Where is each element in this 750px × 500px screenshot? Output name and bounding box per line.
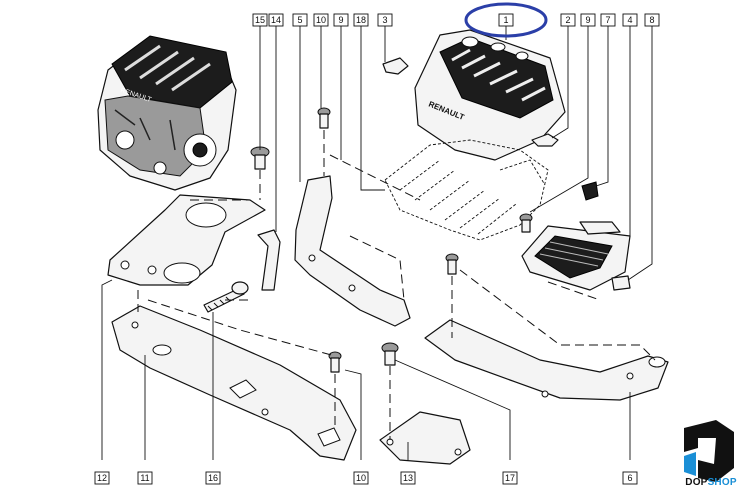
fastener-part-9-right — [581, 181, 599, 201]
bracket-part-12 — [107, 194, 266, 286]
deflector-part-5 — [294, 175, 411, 327]
callout-2: 2 — [560, 13, 576, 27]
callout-box — [353, 471, 369, 485]
callout-box — [333, 13, 349, 27]
callout-box — [353, 13, 369, 27]
callout-number: 10 — [356, 473, 366, 483]
callout-number: 8 — [649, 15, 654, 25]
callout-11: 11 — [137, 471, 153, 485]
clip-part-8 — [611, 275, 631, 291]
intake-manifold — [384, 139, 549, 241]
callout-box — [205, 471, 221, 485]
callout-box — [94, 471, 110, 485]
callout-box — [268, 13, 284, 27]
callout-18: 18 — [353, 13, 369, 27]
callout-number: 9 — [585, 15, 590, 25]
callout-box — [400, 471, 416, 485]
engine-cover-part: RENAULT — [414, 29, 566, 161]
highlight-ellipse — [464, 2, 548, 38]
callout-12: 12 — [94, 471, 110, 485]
callout-box — [252, 13, 268, 27]
callout-17: 17 — [502, 471, 518, 485]
callout-number: 12 — [97, 473, 107, 483]
callout-8: 8 — [644, 13, 660, 27]
callout-box — [498, 13, 514, 27]
bolt-part-15 — [250, 146, 270, 170]
bolt-part-10-mid — [445, 253, 459, 275]
callout-16: 16 — [205, 471, 221, 485]
callout-10: 10 — [313, 13, 329, 27]
callout-9: 9 — [333, 13, 349, 27]
callout-number: 10 — [316, 15, 326, 25]
callout-14: 14 — [268, 13, 284, 27]
dopshop-logo-text: DOPSHOP — [676, 477, 746, 488]
callout-box — [644, 13, 660, 27]
callout-box — [560, 13, 576, 27]
callout-number: 11 — [140, 473, 149, 483]
logo-text-dop: DOP — [685, 477, 708, 488]
callout-box — [377, 13, 393, 27]
callout-5: 5 — [292, 13, 308, 27]
callout-number: 5 — [297, 15, 302, 25]
callout-box — [502, 471, 518, 485]
callout-box — [622, 13, 638, 27]
bolt-part-10-right — [519, 213, 533, 233]
callout-number: 2 — [565, 15, 570, 25]
callout-box — [292, 13, 308, 27]
panel-part-11 — [111, 305, 357, 461]
callout-number: 18 — [356, 15, 366, 25]
bracket-part-14 — [257, 229, 281, 291]
callout-number: 14 — [271, 15, 281, 25]
panel-part-6 — [424, 319, 669, 401]
callout-box — [600, 13, 616, 27]
callout-6: 6 — [622, 471, 638, 485]
clip-part-3 — [382, 57, 409, 75]
callout-7: 7 — [600, 13, 616, 27]
callout-number: 1 — [503, 15, 508, 25]
callout-9: 9 — [580, 13, 596, 27]
callout-4: 4 — [622, 13, 638, 27]
callout-number: 6 — [627, 473, 632, 483]
callout-15: 15 — [252, 13, 268, 27]
engine-illustration: RENAULT — [97, 35, 237, 191]
callout-box — [137, 471, 153, 485]
clip-part-2 — [531, 133, 559, 147]
callout-13: 13 — [400, 471, 416, 485]
callout-3: 3 — [377, 13, 393, 27]
callout-number: 7 — [605, 15, 610, 25]
callout-number: 4 — [627, 15, 632, 25]
callout-10: 10 — [353, 471, 369, 485]
logo-text-shop: SHOP — [707, 477, 737, 488]
air-filter-box — [521, 221, 631, 291]
dopshop-logo-icon — [684, 420, 734, 482]
bolt-part-10-lower — [328, 351, 342, 373]
callout-box — [313, 13, 329, 27]
callout-number: 3 — [382, 15, 387, 25]
callout-number: 9 — [338, 15, 343, 25]
callout-number: 13 — [403, 473, 413, 483]
callout-box — [580, 13, 596, 27]
assembly-lines — [137, 130, 656, 440]
callout-1: 1 — [498, 13, 514, 27]
panel-part-13 — [379, 411, 471, 465]
leader-lines — [101, 26, 653, 460]
callout-number: 15 — [255, 15, 265, 25]
bolt-part-17 — [381, 342, 399, 366]
stud-part-16 — [203, 281, 249, 313]
bolt-part-10-top — [317, 107, 331, 129]
callout-number: 16 — [208, 473, 218, 483]
callout-number: 17 — [505, 473, 515, 483]
callout-box — [622, 471, 638, 485]
